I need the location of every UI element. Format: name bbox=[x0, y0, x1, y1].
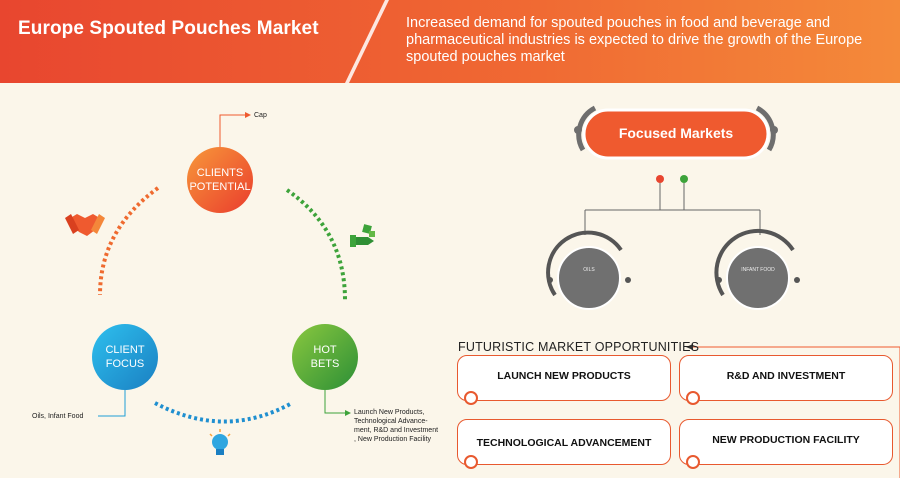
focused-markets-pill bbox=[582, 108, 770, 160]
arc-orange bbox=[98, 186, 160, 296]
lightbulb-icon bbox=[209, 429, 231, 455]
opportunity-label: TECHNOLOGICAL ADVANCEMENT bbox=[476, 437, 652, 449]
opportunity-card: R&D AND INVESTMENT bbox=[679, 355, 893, 405]
oils-circle bbox=[557, 246, 621, 310]
opportunity-label: NEW PRODUCTION FACILITY bbox=[712, 434, 860, 446]
handshake-icon bbox=[65, 214, 105, 236]
page-title: Europe Spouted Pouches Market bbox=[18, 18, 319, 39]
opportunity-card: LAUNCH NEW PRODUCTS bbox=[457, 355, 671, 405]
hot-bets-note: Launch New Products, Technological Advan… bbox=[354, 409, 439, 443]
opportunities-title: FUTURISTIC MARKET OPPORTUNITIES bbox=[458, 340, 700, 354]
infant-food-circle bbox=[726, 246, 790, 310]
arc-blue bbox=[154, 401, 293, 424]
banner-divider bbox=[345, 0, 389, 83]
market-item-infant-food: INFANT FOOD bbox=[741, 267, 775, 273]
opportunity-label: R&D AND INVESTMENT bbox=[726, 370, 846, 382]
clients-potential-circle bbox=[187, 147, 253, 213]
market-item-oils: OILS bbox=[583, 267, 595, 273]
money-hand-icon bbox=[350, 224, 375, 247]
page-subtitle: Increased demand for spouted pouches in … bbox=[406, 15, 863, 65]
opportunity-card: NEW PRODUCTION FACILITY bbox=[679, 419, 893, 469]
arc-green bbox=[285, 188, 347, 301]
client-focus-note: Oils, Infant Food bbox=[32, 413, 84, 420]
opportunity-card: TECHNOLOGICAL ADVANCEMENT bbox=[457, 419, 671, 469]
focused-markets-title: Focused Markets bbox=[618, 125, 734, 141]
clients-potential-note: Cap bbox=[254, 112, 267, 119]
client-focus-circle bbox=[92, 324, 158, 390]
opportunity-label: LAUNCH NEW PRODUCTS bbox=[497, 370, 631, 382]
hot-bets-circle bbox=[292, 324, 358, 390]
header-banner: Europe Spouted Pouches Market Increased … bbox=[0, 0, 900, 83]
